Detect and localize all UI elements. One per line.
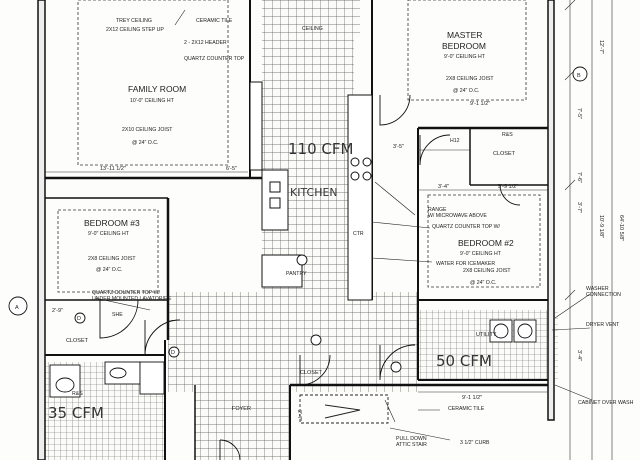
note-h12: H12 (450, 138, 460, 144)
dim-16: 2'-9" (52, 308, 63, 314)
marker-d-text-1: D (77, 316, 81, 322)
bath-fixtures (49, 319, 537, 398)
note-rs-1: R&S (502, 132, 513, 138)
note-ctr: CTR (353, 231, 364, 237)
note-range: RANGE (428, 207, 447, 213)
note-trey-ceiling: TREY CEILING (116, 18, 152, 24)
note-pull-down: PULL DOWN (396, 436, 427, 442)
dim-1: 13'-11 1/2" (100, 166, 126, 172)
bedroom2-label: BEDROOM #2 (458, 238, 514, 248)
note-ceiling-step-up: 2X12 CEILING STEP UP (106, 27, 164, 33)
tiled-floor (45, 0, 558, 460)
note-curb: 3 1/2" CURB (460, 440, 490, 446)
utility-label: UTILITY (476, 332, 497, 338)
dim-5: 3'-4" (438, 184, 449, 190)
pantry-label: PANTRY (286, 271, 307, 277)
note-ceramic-tile-top: CERAMIC TILE (196, 18, 233, 24)
family-room-ceiling: 10'-0" CEILING HT (130, 98, 175, 104)
family-room-label: FAMILY ROOM (128, 84, 186, 94)
note-dryer-vent: DRYER VENT (586, 322, 620, 328)
dim-9: 10'-9 1/8" (598, 215, 604, 238)
marker-d-text-2: D (171, 350, 175, 356)
master-bedroom-ceiling: 9'-0" CEILING HT (444, 54, 486, 60)
bedroom3-ceiling: 9'-0" CEILING HT (88, 231, 130, 237)
dim-10: 64'-10 5/8" (618, 215, 624, 241)
dim-3: 9'-1 1/2" (470, 101, 490, 107)
bedroom2-spacing: @ 24" O.C. (470, 280, 496, 286)
dim-15: 3'-7" (576, 202, 582, 213)
note-attic-stair: ATTIC STAIR (396, 442, 427, 448)
dim-2: 6'-5" (226, 166, 237, 172)
master-bedroom-spacing: @ 24" O.C. (453, 88, 479, 94)
handwritten-cfm-35: 35 CFM (48, 404, 104, 422)
dim-8: 12'-7" (598, 40, 604, 54)
note-water-icemaker: WATER FOR ICEMAKER (436, 261, 495, 267)
note-quartz-top: QUARTZ COUNTER TOP (184, 56, 245, 62)
note-cabinet-over: CABINET OVER WASH (578, 400, 634, 406)
note-ceramic-tile-bottom: CERAMIC TILE (448, 406, 485, 412)
master-bedroom-label-2: BEDROOM (442, 41, 486, 51)
master-bedroom-joist: 2X8 CEILING JOIST (446, 76, 494, 82)
handwritten-cfm-110: 110 CFM (288, 140, 353, 158)
handwritten-cfm-50: 50 CFM (436, 352, 492, 370)
note-she: SHE (112, 312, 123, 318)
note-quartz-right: QUARTZ COUNTER TOP W/ (432, 224, 500, 230)
dim-14: 2'-7" (296, 410, 302, 421)
dim-11: 7'-5" (576, 108, 582, 119)
exterior-walls (37, 0, 555, 460)
note-header: 2 - 2X12 HEADER (184, 40, 227, 46)
note-lavatories: UNDER MOUNTED LAVATORIES (92, 296, 171, 302)
bedroom2-ceiling: 9'-0" CEILING HT (460, 251, 502, 257)
bedroom3-spacing: @ 24" O.C. (96, 267, 122, 273)
dim-4: 3'-5" (393, 144, 404, 150)
dimension-lines (45, 0, 613, 460)
dim-13: 3'-4" (576, 350, 582, 361)
family-room-spacing: @ 24" O.C. (132, 140, 158, 146)
handwritten-kitchen: KITCHEN (290, 186, 338, 199)
marker-b-text: B (577, 73, 581, 79)
note-quartz-bath: QUARTZ COUNTER TOP W/ (92, 290, 160, 296)
note-microwave: W/ MICROWAVE ABOVE (428, 213, 487, 219)
bedroom2-joist: 2X8 CEILING JOIST (463, 268, 511, 274)
ceiling-outlines (57, 0, 541, 293)
kitchen-counters (249, 81, 373, 301)
master-bedroom-label-1: MASTER (447, 30, 482, 40)
note-washer-connection: CONNECTION (586, 292, 621, 298)
dim-7: 9'-1 1/2" (462, 395, 482, 401)
foyer-label: FOYER (232, 406, 251, 412)
marker-a-text: A (15, 305, 19, 311)
dim-6: 5'-9 1/2" (498, 184, 518, 190)
closet-mid-label: CLOSET (300, 370, 323, 376)
closet-right-label: CLOSET (493, 151, 516, 157)
closet-left-label: CLOSET (66, 338, 89, 344)
section-markers (8, 66, 588, 373)
ceiling-top-label: CEILING (302, 26, 323, 32)
note-washer: WASHER (586, 286, 609, 292)
bedroom3-label: BEDROOM #3 (84, 218, 140, 228)
note-rs-2: R&S (72, 391, 83, 397)
dim-12: 7'-6" (576, 172, 582, 183)
attic-stair (299, 394, 389, 424)
family-room-joist: 2X10 CEILING JOIST (122, 127, 173, 133)
leader-lines (94, 9, 593, 441)
bedroom3-joist: 2X8 CEILING JOIST (88, 256, 136, 262)
